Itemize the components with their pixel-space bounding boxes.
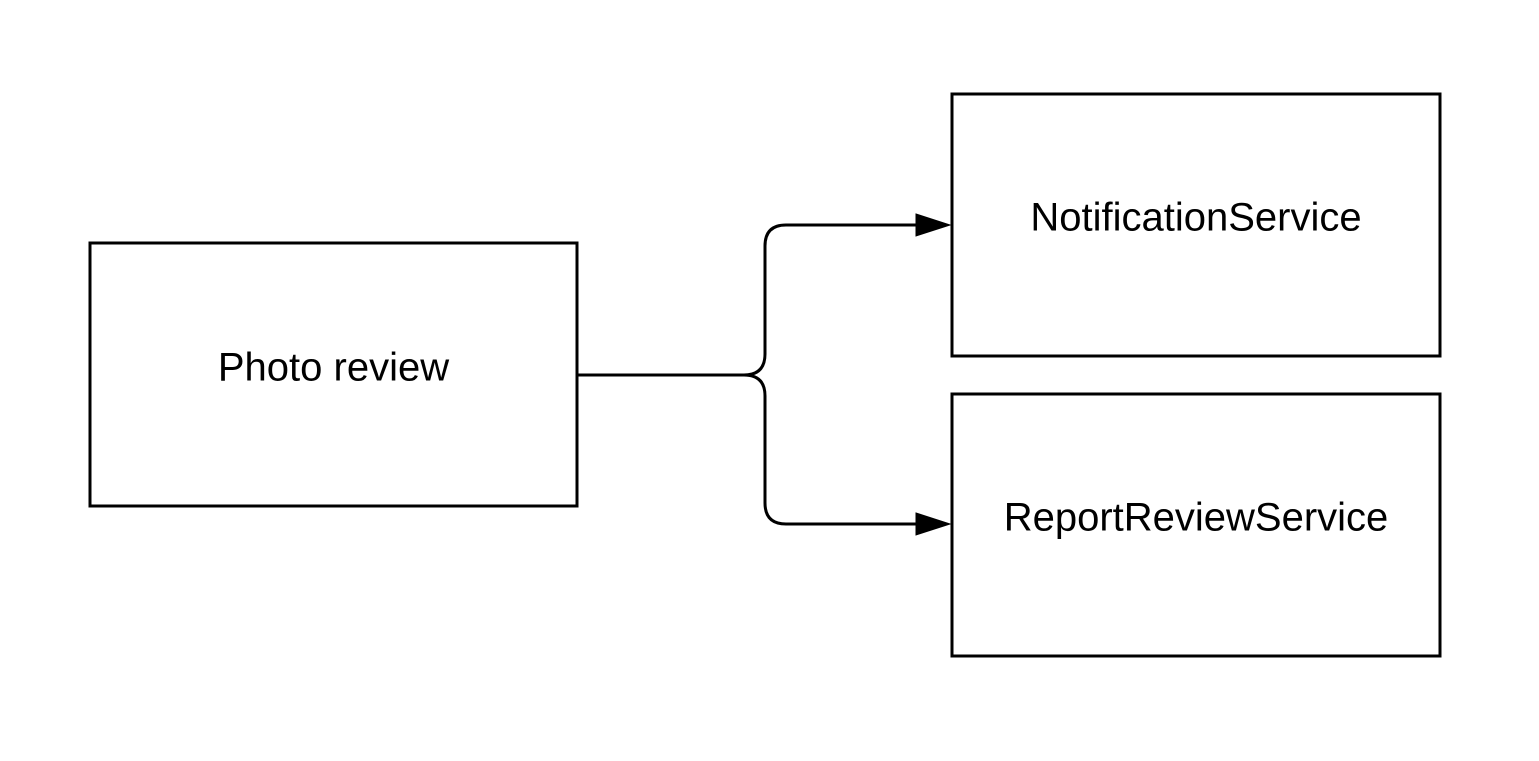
edge-line xyxy=(743,373,918,526)
node-report-review-service-box xyxy=(950,392,1442,658)
node-photo-review[interactable]: Photo review xyxy=(88,241,579,508)
node-report-review-service-label: ReportReviewService xyxy=(1004,496,1389,540)
node-notification-service-label: NotificationService xyxy=(1030,196,1361,240)
node-photo-review-label: Photo review xyxy=(218,346,449,390)
arrowhead-icon xyxy=(915,512,952,536)
edge-line xyxy=(578,223,918,377)
edge-photo-review-to-report-review-service xyxy=(743,373,952,536)
node-notification-service-box xyxy=(950,92,1442,358)
node-notification-service[interactable]: NotificationService xyxy=(950,92,1442,358)
arrowhead-icon xyxy=(915,213,952,237)
node-photo-review-box xyxy=(88,241,579,508)
node-report-review-service[interactable]: ReportReviewService xyxy=(950,392,1442,658)
edge-photo-review-to-notification-service xyxy=(578,213,952,377)
